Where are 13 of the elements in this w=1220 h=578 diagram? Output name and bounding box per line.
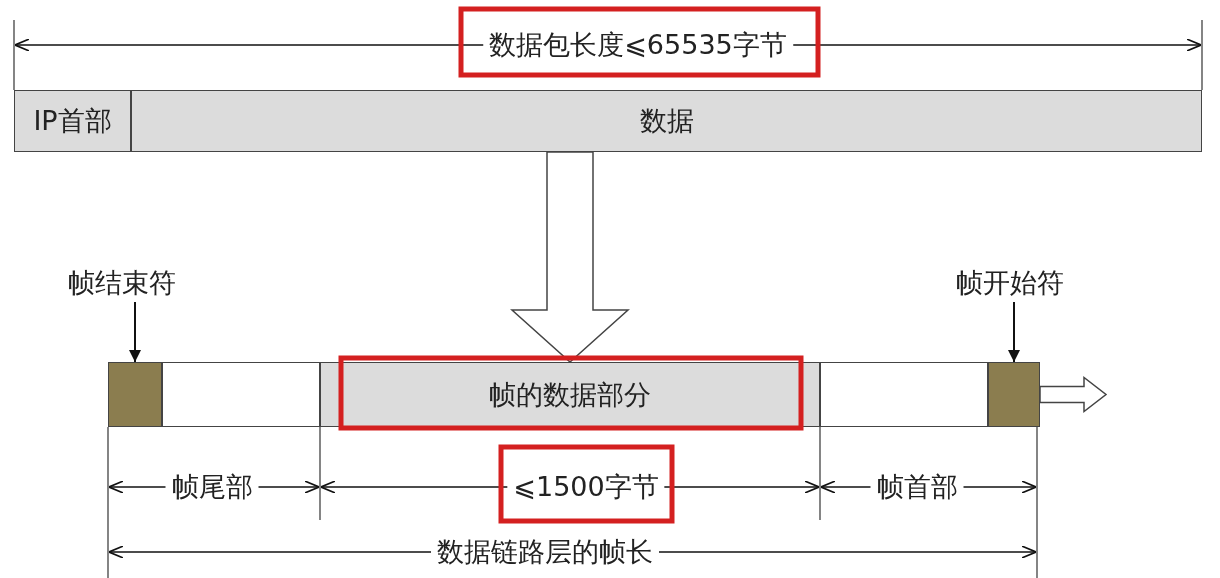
block-arrow [510, 151, 630, 363]
frame-segment [162, 362, 320, 427]
arrow [129, 301, 141, 363]
block-arrow [1039, 375, 1108, 414]
frame-segment [820, 362, 988, 427]
arrow [1008, 301, 1020, 363]
callout-text: 帧开始符 [944, 264, 1076, 302]
delimiter-block [988, 362, 1040, 427]
data-field: 数据 [131, 90, 1202, 152]
header-field: IP首部 [14, 90, 131, 152]
data-field: 帧的数据部分 [320, 362, 820, 427]
delimiter-block [108, 362, 162, 427]
callout-text: 帧结束符 [62, 264, 182, 302]
